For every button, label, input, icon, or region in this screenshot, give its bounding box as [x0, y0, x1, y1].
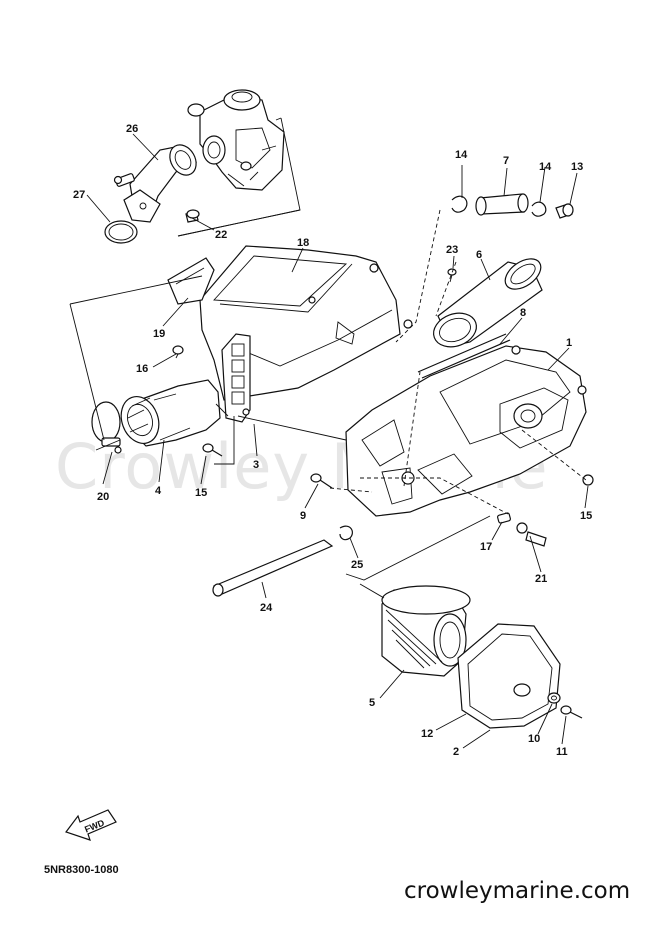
- o-ring-27: [104, 220, 138, 244]
- callout-20: 20: [97, 491, 109, 503]
- carb-joint-26: [113, 144, 198, 223]
- fwd-arrow: FWD: [65, 809, 117, 841]
- element-19: [167, 257, 215, 305]
- hose-24: [212, 539, 334, 597]
- screw-11: [560, 705, 583, 719]
- callout-8: 8: [520, 307, 526, 319]
- diagram-code: 5NR8300-1080: [44, 864, 119, 876]
- callout-6: 6: [476, 249, 482, 261]
- callout-16: 16: [136, 363, 148, 375]
- screw-15-left: [202, 443, 223, 457]
- screw-22: [185, 209, 200, 223]
- screw-15-right: [582, 474, 594, 486]
- callout-25: 25: [351, 559, 363, 571]
- callout-10: 10: [528, 733, 540, 745]
- callout-22: 22: [215, 229, 227, 241]
- callout-13: 13: [571, 161, 583, 173]
- washer-10: [547, 692, 561, 704]
- bolt-13: [555, 203, 574, 219]
- callout-14-right: 14: [539, 161, 552, 173]
- callout-21: 21: [535, 573, 547, 585]
- callout-19: 19: [153, 328, 165, 340]
- callout-2: 2: [453, 746, 459, 758]
- collar-17: [497, 512, 511, 524]
- alignment-lines: [69, 209, 587, 599]
- callout-1: 1: [566, 337, 572, 349]
- callout-18: 18: [297, 237, 309, 249]
- hose-7: [475, 193, 529, 216]
- leader-lines: [86, 133, 589, 749]
- callout-15-right: 15: [580, 510, 592, 522]
- callout-24: 24: [260, 602, 273, 614]
- carburetor: [187, 89, 285, 191]
- callout-12: 12: [421, 728, 433, 740]
- cover-2: [457, 623, 561, 729]
- callout-14-left: 14: [455, 149, 468, 161]
- case-1: [345, 345, 587, 517]
- callout-15-left: 15: [195, 487, 207, 499]
- callout-26: 26: [126, 123, 138, 135]
- callouts: 1 2 3 4 5 6 7 8 9 10 11 12 13 14 14 15 1…: [73, 123, 592, 758]
- callout-23: 23: [446, 244, 458, 256]
- case-frame-3: [221, 333, 251, 423]
- clip-25: [339, 525, 353, 541]
- callout-3: 3: [253, 459, 259, 471]
- callout-9: 9: [300, 510, 306, 522]
- seal-8: [417, 333, 511, 379]
- clip-14-left: [451, 195, 468, 213]
- clip-14-right: [531, 201, 547, 217]
- screw-16: [172, 345, 184, 359]
- callout-27: 27: [73, 189, 85, 201]
- site-footer: crowleymarine.com: [404, 878, 631, 904]
- clamp-20: [91, 401, 122, 454]
- joint-4: [120, 379, 221, 447]
- callout-4: 4: [155, 485, 162, 497]
- screw-23: [447, 268, 457, 283]
- filter-element-5: [381, 585, 471, 677]
- callout-17: 17: [480, 541, 492, 553]
- callout-5: 5: [369, 697, 375, 709]
- screw-9: [310, 473, 333, 489]
- callout-7: 7: [503, 155, 509, 167]
- fwd-label: FWD: [83, 817, 106, 834]
- callout-11: 11: [556, 746, 568, 758]
- bolt-21: [516, 522, 547, 547]
- duct-6: [433, 258, 543, 348]
